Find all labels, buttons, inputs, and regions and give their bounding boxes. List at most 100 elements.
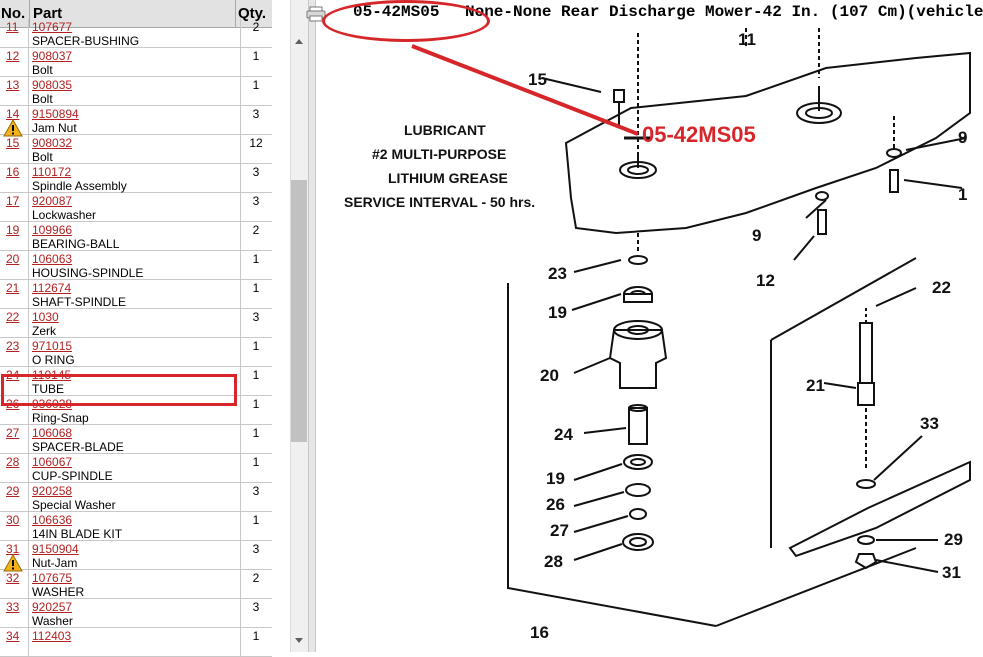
part-number-link[interactable]: 106068 <box>32 426 73 440</box>
warning-icon[interactable] <box>3 118 23 137</box>
part-number-link[interactable]: 110172 <box>32 165 72 179</box>
scroll-up-arrow-icon[interactable] <box>293 36 305 46</box>
part-number-link[interactable]: 1030 <box>32 310 59 324</box>
part-number-link[interactable]: 106067 <box>32 455 73 469</box>
callout-29[interactable]: 29 <box>944 530 963 549</box>
part-number-link[interactable]: 112674 <box>32 281 72 295</box>
callout-26[interactable]: 26 <box>546 495 565 514</box>
callout-33[interactable]: 33 <box>920 414 939 433</box>
part-number-link[interactable]: 920258 <box>32 484 73 498</box>
item-number-link[interactable]: 27 <box>6 426 20 440</box>
item-number-link[interactable]: 13 <box>6 78 20 92</box>
callout-28[interactable]: 28 <box>544 552 563 571</box>
part-number-link[interactable]: 9150894 <box>32 107 79 121</box>
item-number-link[interactable]: 34 <box>6 629 20 643</box>
callout-19-lower[interactable]: 19 <box>546 469 565 488</box>
exploded-parts-diagram[interactable] <box>316 28 971 652</box>
callout-15[interactable]: 15 <box>528 70 547 89</box>
item-number-link[interactable]: 19 <box>6 223 20 237</box>
item-number-link[interactable]: 21 <box>6 281 20 295</box>
part-description: 14IN BLADE KIT <box>32 527 123 541</box>
callout-22[interactable]: 22 <box>932 278 951 297</box>
callout-31[interactable]: 31 <box>942 563 961 582</box>
item-number-link[interactable]: 33 <box>6 600 20 614</box>
callout-9-right[interactable]: 9 <box>958 128 968 147</box>
part-number-link[interactable]: 109966 <box>32 223 73 237</box>
item-number-link[interactable]: 31 <box>6 542 20 556</box>
part-number-link[interactable]: 107675 <box>32 571 73 585</box>
pane-splitter[interactable] <box>308 0 316 652</box>
item-number-link[interactable]: 16 <box>6 165 20 179</box>
callout-12[interactable]: 12 <box>756 271 775 290</box>
part-number-link[interactable]: 971015 <box>32 339 73 353</box>
print-icon[interactable] <box>306 6 326 22</box>
item-number-link[interactable]: 30 <box>6 513 20 527</box>
part-quantity: 1 <box>252 281 260 295</box>
item-number-link[interactable]: 28 <box>6 455 20 469</box>
part-quantity: 3 <box>252 542 260 556</box>
document-title: None-None Rear Discharge Mower-42 In. (1… <box>465 3 983 21</box>
callout-20[interactable]: 20 <box>540 366 559 385</box>
part-description: Zerk <box>32 324 56 338</box>
part-description: TUBE <box>32 382 65 396</box>
part-number-link[interactable]: 920087 <box>32 194 73 208</box>
callout-24[interactable]: 24 <box>554 425 573 444</box>
part-number-link[interactable]: 908035 <box>32 78 73 92</box>
callout-27[interactable]: 27 <box>550 521 569 540</box>
part-number-link[interactable]: 908032 <box>32 136 73 150</box>
column-header-no[interactable]: No. <box>1 5 26 22</box>
item-number-link[interactable]: 32 <box>6 571 20 585</box>
part-quantity: 1 <box>252 397 260 411</box>
scrollbar-thumb[interactable] <box>291 180 307 442</box>
item-number-link[interactable]: 15 <box>6 136 20 150</box>
callout-19-upper[interactable]: 19 <box>548 303 567 322</box>
callout-11[interactable]: 11 <box>738 30 756 49</box>
item-number-link[interactable]: 23 <box>6 339 20 353</box>
item-number-link[interactable]: 12 <box>6 49 20 63</box>
callout-9[interactable]: 9 <box>752 226 762 245</box>
part-number-link[interactable]: 107677 <box>32 20 73 34</box>
column-header-qty[interactable]: Qty. <box>238 5 267 22</box>
part-number-link[interactable]: 908037 <box>32 49 73 63</box>
callout-21[interactable]: 21 <box>806 376 825 395</box>
callout-16[interactable]: 16 <box>530 623 549 642</box>
part-number-link[interactable]: 9150904 <box>32 542 79 556</box>
part-number-link[interactable]: 112403 <box>32 629 72 643</box>
part-quantity: 1 <box>252 78 260 92</box>
callout-23[interactable]: 23 <box>548 264 567 283</box>
part-number-link[interactable]: 920257 <box>32 600 73 614</box>
item-number-link[interactable]: 22 <box>6 310 20 324</box>
item-number-link[interactable]: 20 <box>6 252 20 266</box>
item-number-link[interactable]: 29 <box>6 484 20 498</box>
item-number-link[interactable]: 14 <box>6 107 20 121</box>
item-number-link[interactable]: 17 <box>6 194 20 208</box>
scroll-down-arrow-icon[interactable] <box>293 636 305 646</box>
callout-1-right[interactable]: 1 <box>958 185 968 204</box>
part-number-link[interactable]: 106063 <box>32 252 73 266</box>
column-header-part[interactable]: Part <box>33 5 63 22</box>
item-number-link[interactable]: 11 <box>6 20 19 34</box>
warning-icon[interactable] <box>3 553 23 572</box>
part-number-link[interactable]: 106636 <box>32 513 73 527</box>
